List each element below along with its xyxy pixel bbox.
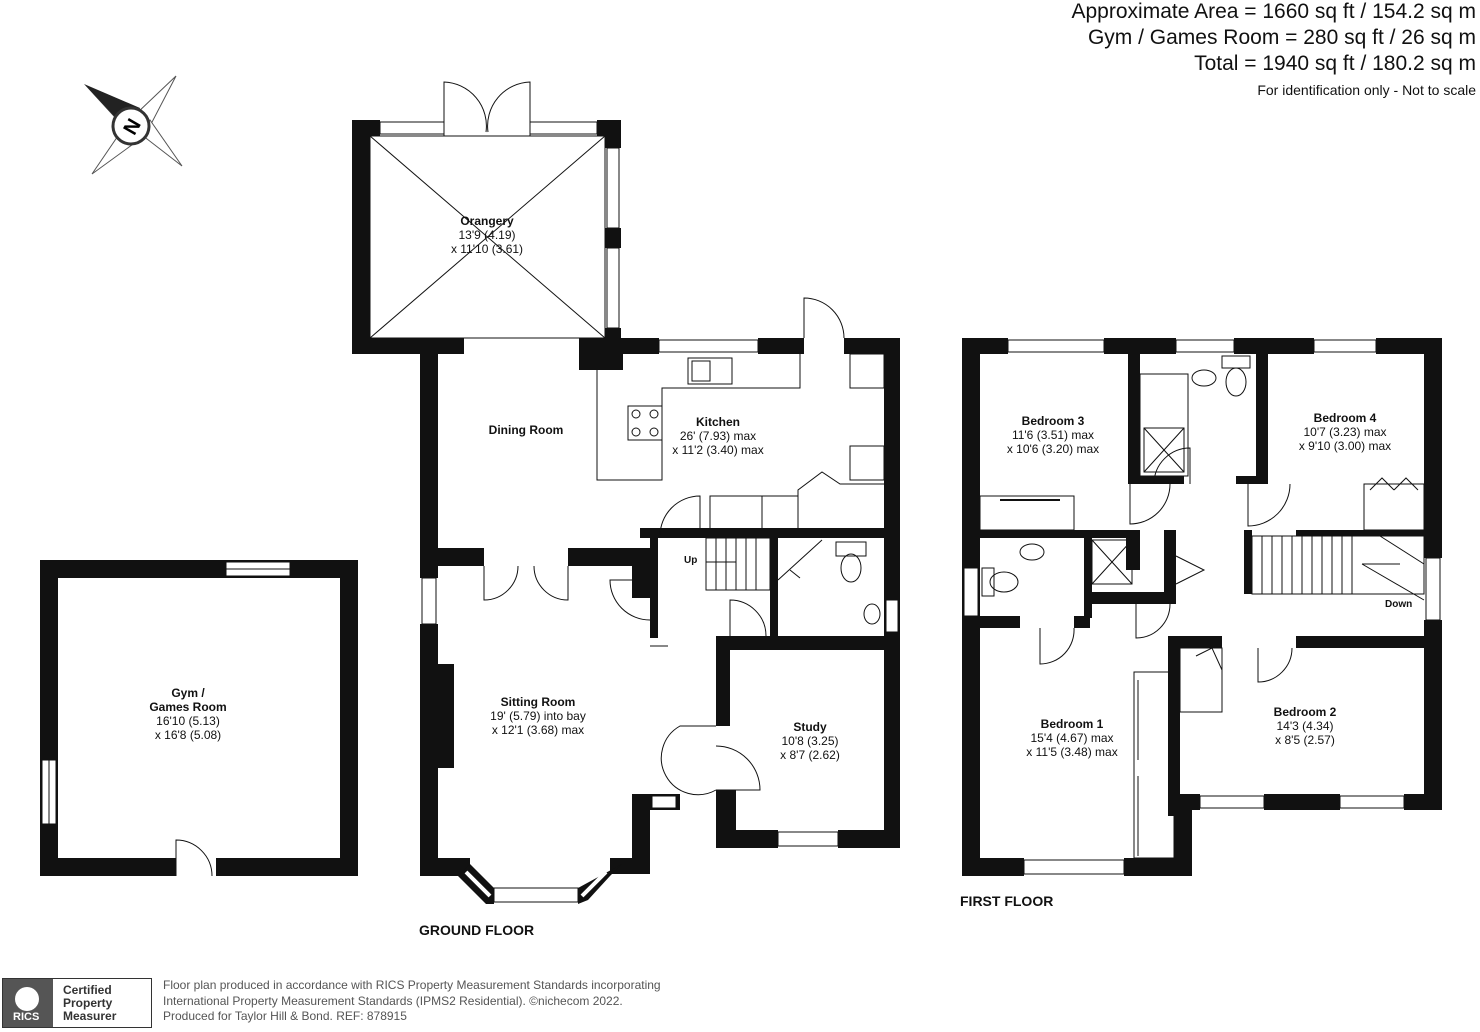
bedroom-1-label: Bedroom 1 15'4 (4.67) max x 11'5 (3.48) …	[1026, 717, 1118, 759]
bedroom-4-label: Bedroom 4 10'7 (3.23) max x 9'10 (3.00) …	[1298, 411, 1392, 453]
first-stairs	[1251, 535, 1425, 601]
gym-windows	[41, 561, 291, 825]
rics-certified-badge: RICS Certified Property Measurer	[2, 978, 152, 1028]
first-floor-bathroom	[981, 355, 1251, 597]
footer-line-1: Floor plan produced in accordance with R…	[163, 978, 661, 992]
badge-property: Property	[63, 996, 113, 1010]
footer-line-2: International Property Measurement Stand…	[163, 993, 623, 1008]
first-floor-walls	[962, 338, 1442, 876]
orangery-label: Orangery 13'9 (4.19) x 11'10 (3.61)	[450, 214, 524, 256]
footer-line-3: Produced for Taylor Hill & Bond. REF: 87…	[163, 1009, 407, 1023]
orangery-details	[369, 81, 606, 339]
stairs-down-label: Down	[1385, 599, 1413, 610]
kitchen-units	[596, 297, 885, 537]
gym-games-room-label: Gym / Games Room 16'10 (5.13) x 16'8 (5.…	[149, 686, 227, 742]
first-doors	[1039, 447, 1293, 683]
ground-floor-windows	[379, 121, 899, 903]
stairs-up-label: Up	[684, 555, 698, 566]
approximate-area-text: Approximate Area = 1660 sq ft / 154.2 sq…	[1071, 0, 1477, 23]
first-floor-label: FIRST FLOOR	[960, 893, 1054, 909]
dining-room-label: Dining Room	[488, 423, 564, 437]
disclaimer-text: For identification only - Not to scale	[1257, 82, 1476, 98]
ground-floor-label: GROUND FLOOR	[419, 922, 535, 938]
ground-stairs	[705, 537, 823, 591]
total-area-text: Total = 1940 sq ft / 180.2 sq m	[1194, 52, 1476, 75]
bedroom-2-label: Bedroom 2 14'3 (4.34) x 8'5 (2.57)	[1273, 705, 1337, 747]
rics-logo: RICS	[3, 979, 53, 1027]
gym-door	[175, 839, 213, 877]
study-label: Study 10'8 (3.25) x 8'7 (2.62)	[780, 720, 840, 762]
ground-wc	[835, 541, 881, 625]
first-floor-wardrobes	[979, 477, 1425, 859]
badge-measurer: Measurer	[63, 1009, 117, 1023]
ground-floor-walls	[352, 120, 900, 876]
first-floor-windows	[963, 339, 1441, 875]
gym-area-text: Gym / Games Room = 280 sq ft / 26 sq m	[1087, 26, 1476, 49]
north-compass-icon	[84, 75, 183, 175]
kitchen-label: Kitchen 26' (7.93) max x 11'2 (3.40) max	[672, 415, 764, 457]
ground-doors	[483, 565, 767, 796]
badge-certified: Certified	[63, 983, 112, 997]
bedroom-3-label: Bedroom 3 11'6 (3.51) max x 10'6 (3.20) …	[1006, 414, 1100, 456]
footer-notes: Floor plan produced in accordance with R…	[163, 978, 661, 1025]
bay-window-frame	[458, 864, 622, 904]
sitting-room-label: Sitting Room 19' (5.79) into bay x 12'1 …	[490, 695, 586, 737]
